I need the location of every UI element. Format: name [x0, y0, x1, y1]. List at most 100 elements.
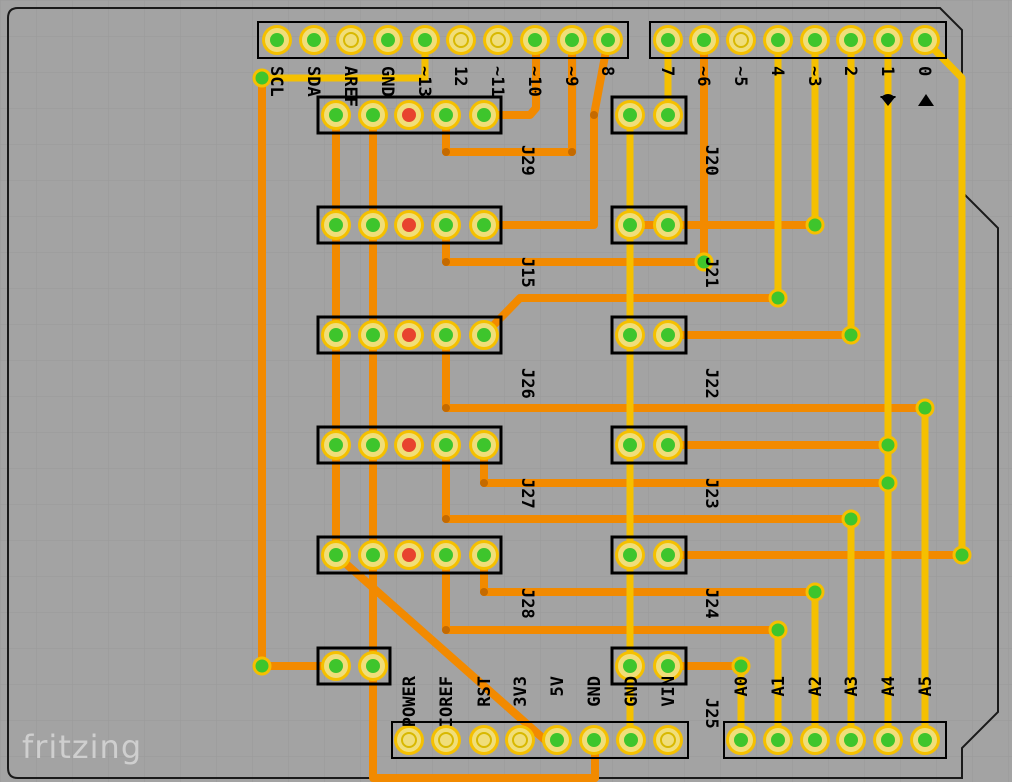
- bottom-header-label: GND: [585, 676, 605, 707]
- bottom-header-label: POWER: [400, 675, 420, 727]
- top-header-label: ~9: [561, 66, 581, 86]
- pin-0-marker-icon: [918, 94, 934, 106]
- pad: [615, 100, 645, 130]
- connector-label: J28: [517, 588, 537, 619]
- trace-junction: [442, 515, 450, 523]
- pad: [410, 25, 440, 55]
- trace-junction: [590, 111, 598, 119]
- connector-label: J25: [701, 698, 721, 729]
- pad: [469, 100, 499, 130]
- connector-5pin-outline: [316, 535, 503, 575]
- connector-5pin-outline: [316, 205, 503, 245]
- top-header-label: 8: [597, 66, 617, 76]
- pad: [505, 725, 535, 755]
- trace-junction: [568, 148, 576, 156]
- pad: [373, 25, 403, 55]
- pad: [800, 725, 830, 755]
- bottom-header-label: A4: [879, 676, 899, 696]
- bottom-header-label: IOREF: [437, 676, 457, 727]
- top-header-label: ~3: [804, 66, 824, 86]
- connector-2pin-outline: [610, 535, 688, 575]
- connector-2pin-outline: [610, 425, 688, 465]
- pad: [483, 25, 513, 55]
- bottom-header-label: 3V3: [511, 676, 531, 707]
- pad: [873, 725, 903, 755]
- pad: [763, 25, 793, 55]
- pad: [321, 210, 351, 240]
- pad: [615, 430, 645, 460]
- top-header-label: ~10: [524, 66, 544, 97]
- pad: [726, 25, 756, 55]
- pad: [358, 100, 388, 130]
- trace-junction: [442, 148, 450, 156]
- via: [841, 325, 861, 345]
- pad: [653, 725, 683, 755]
- bottom-header-label: GND: [622, 676, 642, 707]
- pad: [394, 540, 424, 570]
- connector-2pin-outline: [610, 315, 688, 355]
- via: [841, 509, 861, 529]
- pad: [394, 725, 424, 755]
- top-header-label: ~13: [414, 66, 434, 97]
- pad: [321, 540, 351, 570]
- pad: [358, 651, 388, 681]
- pads: [262, 25, 940, 755]
- pad: [336, 25, 366, 55]
- pad: [653, 100, 683, 130]
- pin-1-marker-icon: [880, 94, 896, 106]
- bottom-header-label: A2: [806, 676, 826, 696]
- connector-label: J20: [701, 145, 721, 176]
- pad: [763, 725, 793, 755]
- via: [694, 252, 714, 272]
- pad: [358, 540, 388, 570]
- header-outline: [257, 21, 629, 59]
- pad: [469, 540, 499, 570]
- pad: [910, 725, 940, 755]
- pad: [615, 210, 645, 240]
- bottom-header-label: A3: [842, 676, 862, 696]
- pad: [910, 25, 940, 55]
- via: [252, 68, 272, 88]
- pad: [726, 725, 756, 755]
- pad: [557, 25, 587, 55]
- pad: [873, 25, 903, 55]
- pad: [800, 25, 830, 55]
- pad: [394, 320, 424, 350]
- pad: [431, 100, 461, 130]
- fritzing-watermark: fritzing: [22, 728, 143, 766]
- connector-2pin-outline: [316, 646, 392, 686]
- pad: [653, 25, 683, 55]
- via: [915, 398, 935, 418]
- connector-label: J27: [517, 478, 537, 509]
- bottom-header-label: RST: [475, 676, 495, 707]
- pad: [446, 25, 476, 55]
- connector-2pin-outline: [610, 646, 688, 686]
- connector-2pin-outline: [610, 95, 688, 135]
- connector-label: J24: [701, 588, 721, 619]
- pad: [579, 725, 609, 755]
- pad: [394, 100, 424, 130]
- top-header-label: 12: [450, 66, 470, 86]
- pad: [469, 210, 499, 240]
- top-header-label: 4: [767, 66, 787, 76]
- via: [252, 656, 272, 676]
- pad: [615, 651, 645, 681]
- connector-5pin-outline: [316, 315, 503, 355]
- board-outline: [7, 7, 999, 779]
- via: [768, 620, 788, 640]
- bottom-header-label: A0: [732, 676, 752, 696]
- top-header-label: ~5: [730, 66, 750, 86]
- pad: [653, 430, 683, 460]
- top-header-label: 7: [657, 66, 677, 76]
- pad: [299, 25, 329, 55]
- pad: [653, 210, 683, 240]
- trace-junction: [442, 404, 450, 412]
- pad: [542, 725, 572, 755]
- connector-5pin-outline: [316, 95, 503, 135]
- pad: [431, 210, 461, 240]
- pad: [394, 210, 424, 240]
- pad: [653, 651, 683, 681]
